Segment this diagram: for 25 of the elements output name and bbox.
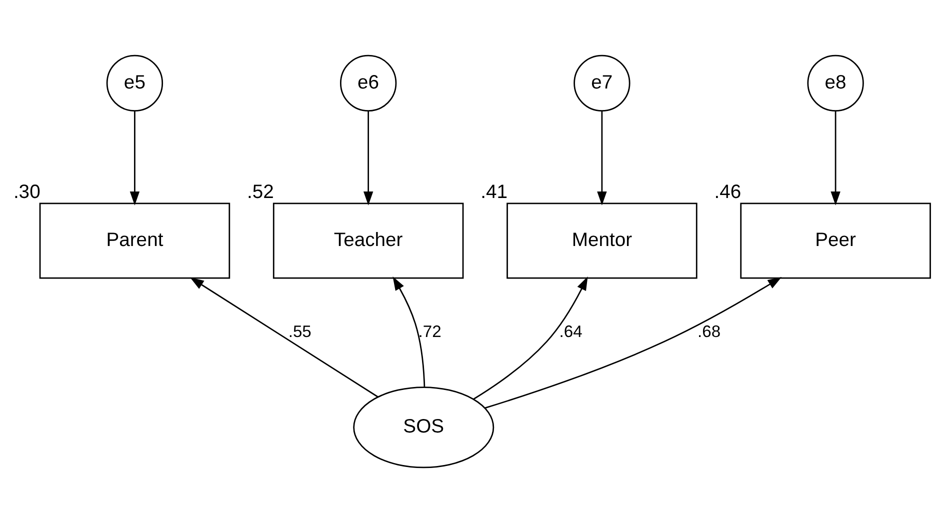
- node-circle: e8: [807, 54, 864, 112]
- node-label: .46: [714, 181, 742, 204]
- node-label: .41: [480, 181, 508, 204]
- edge-label: .64: [559, 322, 582, 341]
- node-label: .30: [13, 181, 40, 204]
- node-circle: e6: [340, 54, 397, 112]
- arrow: [130, 111, 140, 206]
- edge-label: .72: [418, 322, 442, 341]
- node-box: Mentor: [506, 202, 698, 279]
- node-box: Peer: [740, 202, 931, 279]
- node-box: Teacher: [272, 202, 464, 279]
- node-circle: e7: [574, 54, 630, 112]
- arrow: [830, 111, 840, 206]
- node-ellipse: SOS: [353, 386, 494, 468]
- arrow: [392, 276, 426, 387]
- edge-label: .55: [288, 322, 312, 341]
- node-circle: e5: [106, 54, 164, 112]
- arrow: [363, 111, 374, 206]
- arrow: [597, 111, 607, 206]
- arrow: [473, 276, 588, 400]
- arrow: [190, 277, 378, 398]
- node-label: .52: [247, 181, 274, 204]
- node-box: Parent: [39, 202, 230, 279]
- arrow: [484, 277, 782, 409]
- edge-label: .68: [698, 322, 721, 341]
